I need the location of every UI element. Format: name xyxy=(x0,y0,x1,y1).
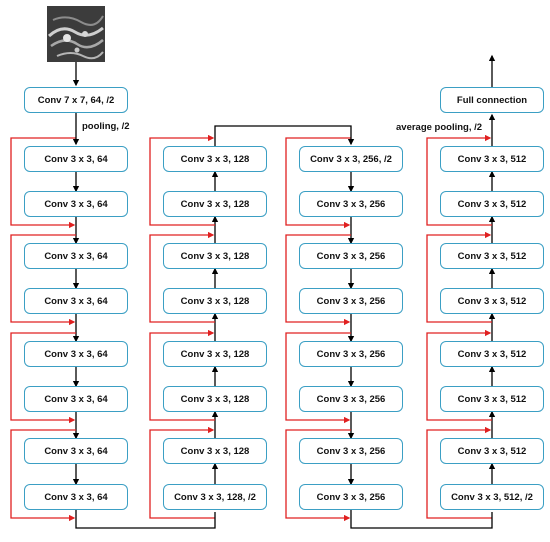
conv7x7-layer: Conv 7 x 7, 64, /2 xyxy=(24,87,128,113)
stage-3-layer-8: Conv 3 x 3, 256 xyxy=(299,484,403,510)
stage-1-layer-5: Conv 3 x 3, 64 xyxy=(24,341,128,367)
average-pooling-label: average pooling, /2 xyxy=(396,122,483,133)
stage-4-layer-5: Conv 3 x 3, 512 xyxy=(440,341,544,367)
stage-2-skip-connection xyxy=(149,329,215,421)
stage-3-skip-connection xyxy=(285,429,351,522)
stage-3-layer-3: Conv 3 x 3, 256 xyxy=(299,243,403,269)
stage-3-skip-connection xyxy=(285,137,351,229)
stage-1-layer-6: Conv 3 x 3, 64 xyxy=(24,386,128,412)
stage-4-skip-connection xyxy=(426,329,492,421)
stage-3-skip-connection xyxy=(285,332,351,424)
stage-2-layer-3: Conv 3 x 3, 128 xyxy=(163,243,267,269)
input-image-thumbnail xyxy=(47,6,105,62)
stage3-to-stage4-connector xyxy=(350,510,493,529)
stage-4-layer-3: Conv 3 x 3, 512 xyxy=(440,243,544,269)
pooling-label: pooling, /2 xyxy=(82,121,130,132)
stage-4-layer-8: Conv 3 x 3, 512, /2 xyxy=(440,484,544,510)
stage-4-skip-connection xyxy=(426,231,492,323)
stage-2-layer-2: Conv 3 x 3, 128 xyxy=(163,191,267,217)
stage2-to-stage3-connector xyxy=(214,125,355,146)
stage-1-skip-connection xyxy=(10,234,76,326)
stage-3-layer-5: Conv 3 x 3, 256 xyxy=(299,341,403,367)
stage-2-layer-4: Conv 3 x 3, 128 xyxy=(163,288,267,314)
stage-3-layer-2: Conv 3 x 3, 256 xyxy=(299,191,403,217)
stage-3-skip-connection xyxy=(285,234,351,326)
stage-2-layer-7: Conv 3 x 3, 128 xyxy=(163,438,267,464)
stage-3-layer-4: Conv 3 x 3, 256 xyxy=(299,288,403,314)
stage-1-layer-8: Conv 3 x 3, 64 xyxy=(24,484,128,510)
stage-1-skip-connection xyxy=(10,332,76,424)
stage-1-layer-2: Conv 3 x 3, 64 xyxy=(24,191,128,217)
stage-1-layer-4: Conv 3 x 3, 64 xyxy=(24,288,128,314)
stage-1-layer-3: Conv 3 x 3, 64 xyxy=(24,243,128,269)
stage-2-skip-connection xyxy=(149,231,215,323)
stage-3-layer-6: Conv 3 x 3, 256 xyxy=(299,386,403,412)
stage-4-layer-6: Conv 3 x 3, 512 xyxy=(440,386,544,412)
stage-4-layer-1: Conv 3 x 3, 512 xyxy=(440,146,544,172)
stage-4-layer-7: Conv 3 x 3, 512 xyxy=(440,438,544,464)
stage-1-skip-connection xyxy=(10,137,76,229)
stage-1-layer-7: Conv 3 x 3, 64 xyxy=(24,438,128,464)
stage-2-layer-5: Conv 3 x 3, 128 xyxy=(163,341,267,367)
stage-2-layer-8: Conv 3 x 3, 128, /2 xyxy=(163,484,267,510)
stage-4-layer-4: Conv 3 x 3, 512 xyxy=(440,288,544,314)
stage-4-skip-connection xyxy=(426,426,492,519)
stage-1-layer-1: Conv 3 x 3, 64 xyxy=(24,146,128,172)
full-connection-layer: Full connection xyxy=(440,87,544,113)
stage-2-layer-1: Conv 3 x 3, 128 xyxy=(163,146,267,172)
stage-1-skip-connection xyxy=(10,429,76,522)
stage-3-layer-7: Conv 3 x 3, 256 xyxy=(299,438,403,464)
stage-2-layer-6: Conv 3 x 3, 128 xyxy=(163,386,267,412)
stage-2-skip-connection xyxy=(149,426,215,519)
stage-3-layer-1: Conv 3 x 3, 256, /2 xyxy=(299,146,403,172)
stage-4-skip-connection xyxy=(426,134,492,226)
stage-2-skip-connection xyxy=(149,134,215,226)
stage1-to-stage2-connector xyxy=(75,510,216,529)
stage-4-layer-2: Conv 3 x 3, 512 xyxy=(440,191,544,217)
